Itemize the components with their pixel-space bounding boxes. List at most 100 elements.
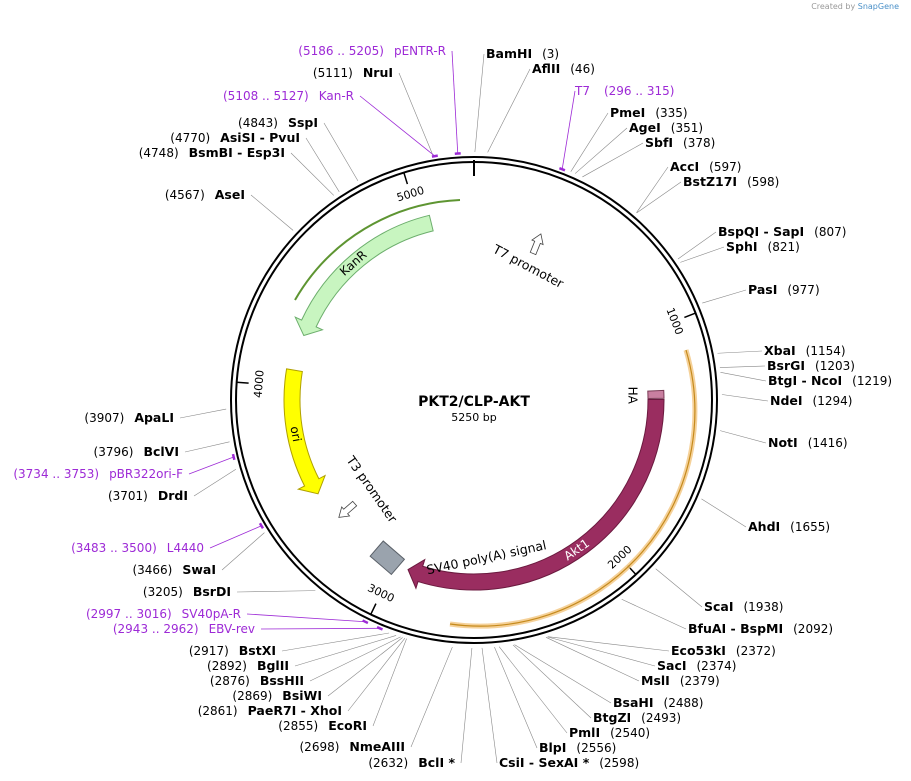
snapgene-credit: Created by SnapGene (811, 2, 899, 11)
restriction-site-label: (4748)BsmBI - Esp3I (139, 145, 285, 160)
site-name: SspI (288, 115, 318, 130)
site-name: SacI (657, 658, 687, 673)
site-name: AsiSI (220, 130, 255, 145)
primer-label: (2997 .. 3016)SV40pA-R (86, 607, 241, 621)
site-position: (1655) (790, 520, 830, 534)
restriction-site-label: BspQI - SapI(807) (718, 224, 846, 239)
site-name: MslI (641, 673, 670, 688)
site-leader-line (512, 644, 592, 719)
site-name: BtgI (768, 373, 797, 388)
site-leader-line (720, 372, 767, 382)
restriction-site-label: CsiI - SexAI *(2598) (499, 755, 639, 770)
site-name: PmlI (569, 725, 600, 740)
site-leader-line (294, 635, 397, 667)
site-leader-line (717, 350, 763, 354)
site-name: BclVI (143, 444, 179, 459)
primer-name: L4440 (167, 541, 204, 555)
site-position: (1294) (813, 394, 853, 408)
restriction-site-label: (2698)NmeAIII (300, 739, 406, 754)
restriction-site-label: AccI(597) (670, 159, 741, 174)
site-dash: - (233, 145, 247, 160)
site-leader-line (398, 72, 434, 156)
site-leader-line (680, 246, 725, 263)
restriction-site-label: AgeI(351) (629, 120, 703, 135)
site-position: (3) (542, 47, 559, 61)
site-leader-line (677, 231, 717, 260)
site-name: BfuAI (688, 621, 726, 636)
site-position: (2892) (207, 659, 247, 673)
kanr-highlight-arc (294, 199, 461, 301)
restriction-site-label: BtgZI(2493) (593, 710, 681, 725)
restriction-site-label: (2632)BclI * (368, 755, 455, 770)
site-name: NdeI (770, 393, 803, 408)
site-position: (4843) (238, 116, 278, 130)
site-position: (3796) (94, 445, 134, 459)
restriction-site-label: (4567)AseI (165, 187, 245, 202)
restriction-site-label: XbaI(1154) (764, 343, 846, 358)
site-position: (1416) (808, 436, 848, 450)
site-position: (2493) (641, 711, 681, 725)
site-name: BspQI (718, 224, 759, 239)
site-position: (2698) (300, 740, 340, 754)
restriction-site-label: PmeI(335) (610, 105, 688, 120)
site-leader-line (347, 637, 406, 712)
site-position: (821) (768, 240, 800, 254)
site-position: (4770) (170, 131, 210, 145)
primer-label: (3734 .. 3753)pBR322ori-F (13, 467, 183, 481)
site-leader-line (323, 122, 359, 181)
site-name: Eco53kI (671, 643, 726, 658)
site-name-2: NcoI (811, 373, 842, 388)
site-position: (46) (570, 62, 595, 76)
site-name: ScaI (704, 599, 734, 614)
site-leader-line (309, 636, 401, 682)
tick-label: 5000 (395, 184, 426, 205)
site-leader-line (570, 112, 609, 172)
primer-range: (296 .. 315) (604, 84, 674, 98)
site-leader-line (582, 142, 644, 178)
restriction-site-label: SbfI(378) (645, 135, 715, 150)
site-name-2: XhoI (310, 703, 342, 718)
site-position: (2876) (210, 674, 250, 688)
restriction-site-label: (2917)BstXI (189, 643, 276, 658)
t7-promoter-label: T7 promoter (490, 241, 567, 292)
site-name-2: SapI (773, 224, 804, 239)
site-name: BamHI (486, 46, 532, 61)
site-name: EcoRI (328, 718, 367, 733)
backbone-outer-circle (230, 156, 718, 644)
site-position: (5111) (313, 66, 353, 80)
site-name: SbfI (645, 135, 673, 150)
t3-promoter-label: T3 promoter (343, 452, 401, 526)
restriction-site-label: (2855)EcoRI (278, 718, 367, 733)
site-leader-line (487, 68, 531, 153)
site-name: AflII (532, 61, 560, 76)
primer-binding-mark (258, 522, 265, 529)
tick-label: 3000 (365, 581, 396, 605)
restriction-site-label: (3796) BclVI (94, 444, 179, 459)
primer-leader-line (561, 90, 576, 170)
site-dash: - (296, 703, 310, 718)
restriction-site-label: BsaHI(2488) (613, 695, 703, 710)
site-name: AseI (215, 187, 245, 202)
primer-labels: (5186 .. 5205)pENTR-R(5108 .. 5127)Kan-R… (13, 44, 674, 636)
site-name: BglII (257, 658, 289, 673)
site-dash: - (525, 755, 539, 770)
site-name: SphI (726, 239, 758, 254)
primer-binding-mark (231, 453, 236, 461)
restriction-site-label: BlpI(2556) (539, 740, 616, 755)
site-dash: - (726, 621, 740, 636)
site-position: (3701) (108, 489, 148, 503)
site-labels: BamHI(3)AflII(46)PmeI(335)AgeI(351)SbfI(… (84, 46, 892, 770)
site-position: (1938) (744, 600, 784, 614)
snapgene-logo-text: SnapGene (857, 2, 899, 11)
site-leader-line (193, 469, 237, 497)
ori-arrow-label: ori (287, 425, 304, 443)
tick-label: 4000 (252, 369, 267, 398)
tick-label: 1000 (663, 306, 685, 337)
primer-range: (3734 .. 3753) (13, 467, 99, 481)
site-position: (335) (655, 106, 687, 120)
restriction-site-label: BtgI - NcoI(1219) (768, 373, 892, 388)
site-name: BstZ17I (683, 174, 737, 189)
primer-name: EBV-rev (209, 622, 255, 636)
site-leader-line (494, 647, 538, 749)
